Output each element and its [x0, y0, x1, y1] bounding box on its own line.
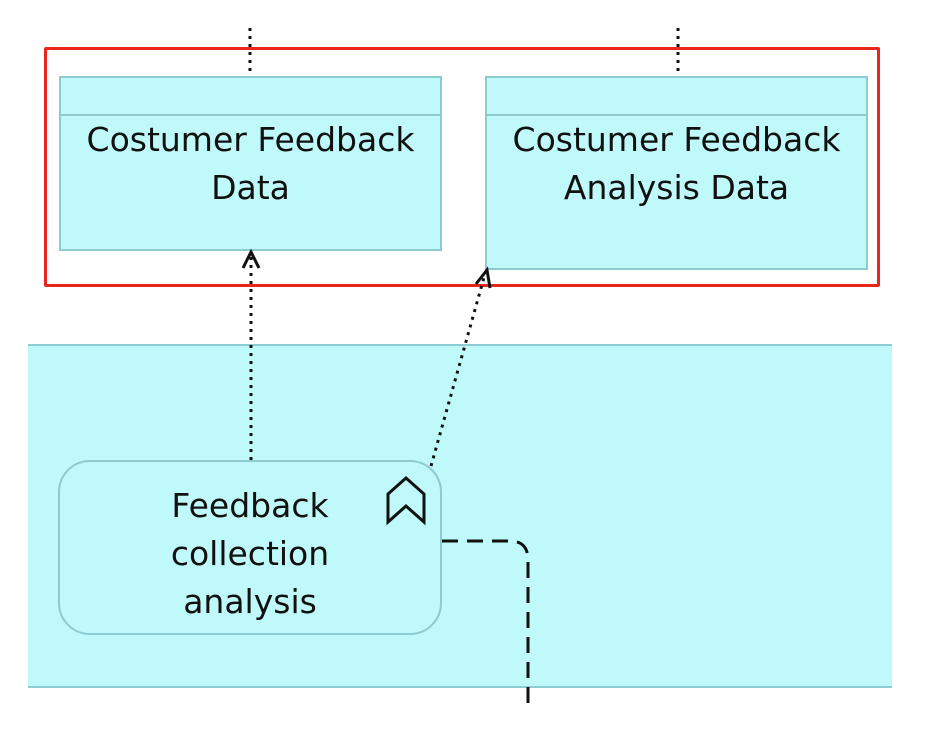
data-object-label: Costumer Feedback Analysis Data: [512, 120, 841, 207]
process-label: Feedback collection analysis: [170, 486, 330, 621]
data-object-header: [487, 78, 866, 116]
process-chevron-icon: [386, 475, 426, 526]
process-feedback-collection-analysis[interactable]: Feedback collection analysis: [58, 460, 442, 635]
data-object-costumer-feedback-data[interactable]: Costumer Feedback Data: [59, 76, 442, 251]
data-object-label: Costumer Feedback Data: [86, 120, 415, 207]
data-object-header: [61, 78, 440, 116]
data-object-costumer-feedback-analysis-data[interactable]: Costumer Feedback Analysis Data: [485, 76, 868, 270]
